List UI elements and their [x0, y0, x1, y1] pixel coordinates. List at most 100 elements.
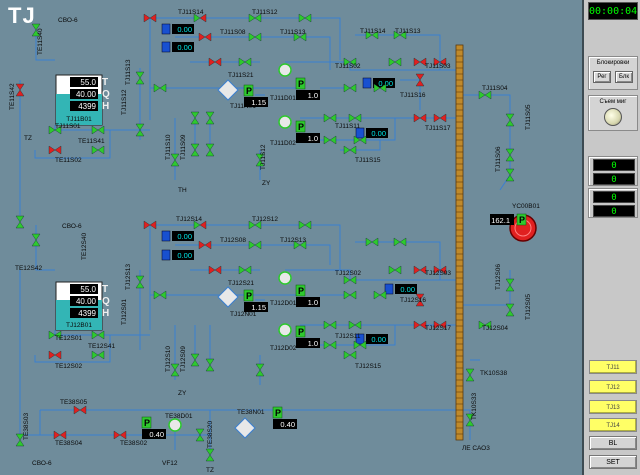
- valve-8[interactable]: [48, 125, 62, 135]
- pump-circle[interactable]: [168, 418, 182, 432]
- tank-tj12b01[interactable]: 55.0 40.00 4399 T Q H TJ12B01: [55, 281, 110, 331]
- yellow-button-4[interactable]: TJ14: [589, 418, 637, 432]
- valve-31[interactable]: [343, 83, 357, 93]
- valve-23[interactable]: [190, 143, 200, 157]
- valve-32[interactable]: [373, 83, 387, 93]
- valve-78[interactable]: [413, 320, 427, 330]
- valve-30[interactable]: [433, 57, 447, 67]
- heater-te38n01[interactable]: TE38N01: [234, 409, 265, 439]
- main-pump-yc00b01[interactable]: YC00B01 162.1 P: [490, 203, 540, 242]
- valve-68[interactable]: [388, 265, 402, 275]
- bl-button[interactable]: BL: [589, 436, 637, 450]
- valve-69[interactable]: [413, 265, 427, 275]
- valve-2[interactable]: [15, 83, 25, 97]
- valve-10[interactable]: [143, 13, 157, 23]
- valve-83[interactable]: [478, 320, 492, 330]
- valve-49[interactable]: [91, 350, 105, 360]
- valve-9[interactable]: [135, 71, 145, 85]
- valve-77[interactable]: [348, 320, 362, 330]
- valve-72[interactable]: [373, 290, 387, 300]
- valve-18[interactable]: [238, 57, 252, 67]
- valve-59[interactable]: [293, 240, 307, 250]
- valve-34[interactable]: [393, 30, 407, 40]
- valve-22[interactable]: [170, 153, 180, 167]
- valve-36[interactable]: [323, 113, 337, 123]
- valve-46[interactable]: [505, 168, 515, 182]
- valve-55[interactable]: [248, 220, 262, 230]
- valve-84[interactable]: [505, 278, 515, 292]
- heater-tj12n01[interactable]: TJ12N01: [217, 286, 257, 318]
- valve-47[interactable]: [31, 233, 41, 247]
- valve-60[interactable]: [208, 265, 222, 275]
- pumps[interactable]: [168, 63, 292, 432]
- valve-24[interactable]: [205, 143, 215, 157]
- valve-88[interactable]: [113, 430, 127, 440]
- pump-circle[interactable]: [278, 323, 292, 337]
- valve-3[interactable]: [15, 215, 25, 229]
- valve-40[interactable]: [323, 135, 337, 145]
- valve-87[interactable]: [53, 430, 67, 440]
- set-button[interactable]: SET: [589, 455, 637, 469]
- valve-85[interactable]: [505, 303, 515, 317]
- valve-6[interactable]: [91, 145, 105, 155]
- valve-80[interactable]: [323, 340, 337, 350]
- valve-48[interactable]: [48, 350, 62, 360]
- valve-53[interactable]: [143, 220, 157, 230]
- valve-27[interactable]: [343, 57, 357, 67]
- valve-62[interactable]: [153, 290, 167, 300]
- valve-39[interactable]: [433, 113, 447, 123]
- valve-58[interactable]: [248, 240, 262, 250]
- valve-70[interactable]: [433, 265, 447, 275]
- valve-21[interactable]: [205, 111, 215, 125]
- valve-63[interactable]: [170, 363, 180, 377]
- valve-16[interactable]: [293, 32, 307, 42]
- valve-91[interactable]: [465, 413, 475, 427]
- valve-75[interactable]: [415, 293, 425, 307]
- block-reg-button[interactable]: Рег: [593, 71, 611, 83]
- signal-reset-knob[interactable]: [604, 108, 622, 126]
- valve-52[interactable]: [135, 275, 145, 289]
- valve-13[interactable]: [298, 13, 312, 23]
- valve-15[interactable]: [248, 32, 262, 42]
- valve-33[interactable]: [365, 30, 379, 40]
- heater-tj11n01[interactable]: TJ11N01: [217, 79, 256, 110]
- valve-73[interactable]: [365, 237, 379, 247]
- pump-circle[interactable]: [278, 63, 292, 77]
- valve-56[interactable]: [298, 220, 312, 230]
- valves[interactable]: [15, 13, 515, 462]
- valve-81[interactable]: [353, 340, 367, 350]
- valve-66[interactable]: [255, 363, 265, 377]
- valve-82[interactable]: [343, 350, 357, 360]
- valve-44[interactable]: [505, 113, 515, 127]
- valve-19[interactable]: [153, 83, 167, 93]
- valve-92[interactable]: [465, 368, 475, 382]
- valve-61[interactable]: [238, 265, 252, 275]
- valve-14[interactable]: [198, 32, 212, 42]
- yellow-button-3[interactable]: TJ13: [589, 400, 637, 414]
- valve-89[interactable]: [195, 428, 205, 442]
- valve-37[interactable]: [348, 113, 362, 123]
- valve-5[interactable]: [48, 145, 62, 155]
- valve-54[interactable]: [193, 220, 207, 230]
- valve-25[interactable]: [255, 153, 265, 167]
- valve-11[interactable]: [193, 13, 207, 23]
- valve-26[interactable]: [135, 123, 145, 137]
- valve-28[interactable]: [388, 57, 402, 67]
- yellow-button-1[interactable]: TJ11: [589, 360, 637, 374]
- pump-circle[interactable]: [278, 271, 292, 285]
- valve-86[interactable]: [73, 405, 87, 415]
- valve-57[interactable]: [198, 240, 212, 250]
- valve-17[interactable]: [208, 57, 222, 67]
- valve-42[interactable]: [343, 145, 357, 155]
- valve-35[interactable]: [415, 73, 425, 87]
- valve-74[interactable]: [393, 237, 407, 247]
- valve-79[interactable]: [433, 320, 447, 330]
- valve-51[interactable]: [48, 330, 62, 340]
- valve-12[interactable]: [248, 13, 262, 23]
- valve-67[interactable]: [343, 275, 357, 285]
- valve-29[interactable]: [413, 57, 427, 67]
- valve-45[interactable]: [505, 148, 515, 162]
- block-blk-button[interactable]: Блк: [615, 71, 633, 83]
- valve-7[interactable]: [91, 125, 105, 135]
- valve-20[interactable]: [190, 111, 200, 125]
